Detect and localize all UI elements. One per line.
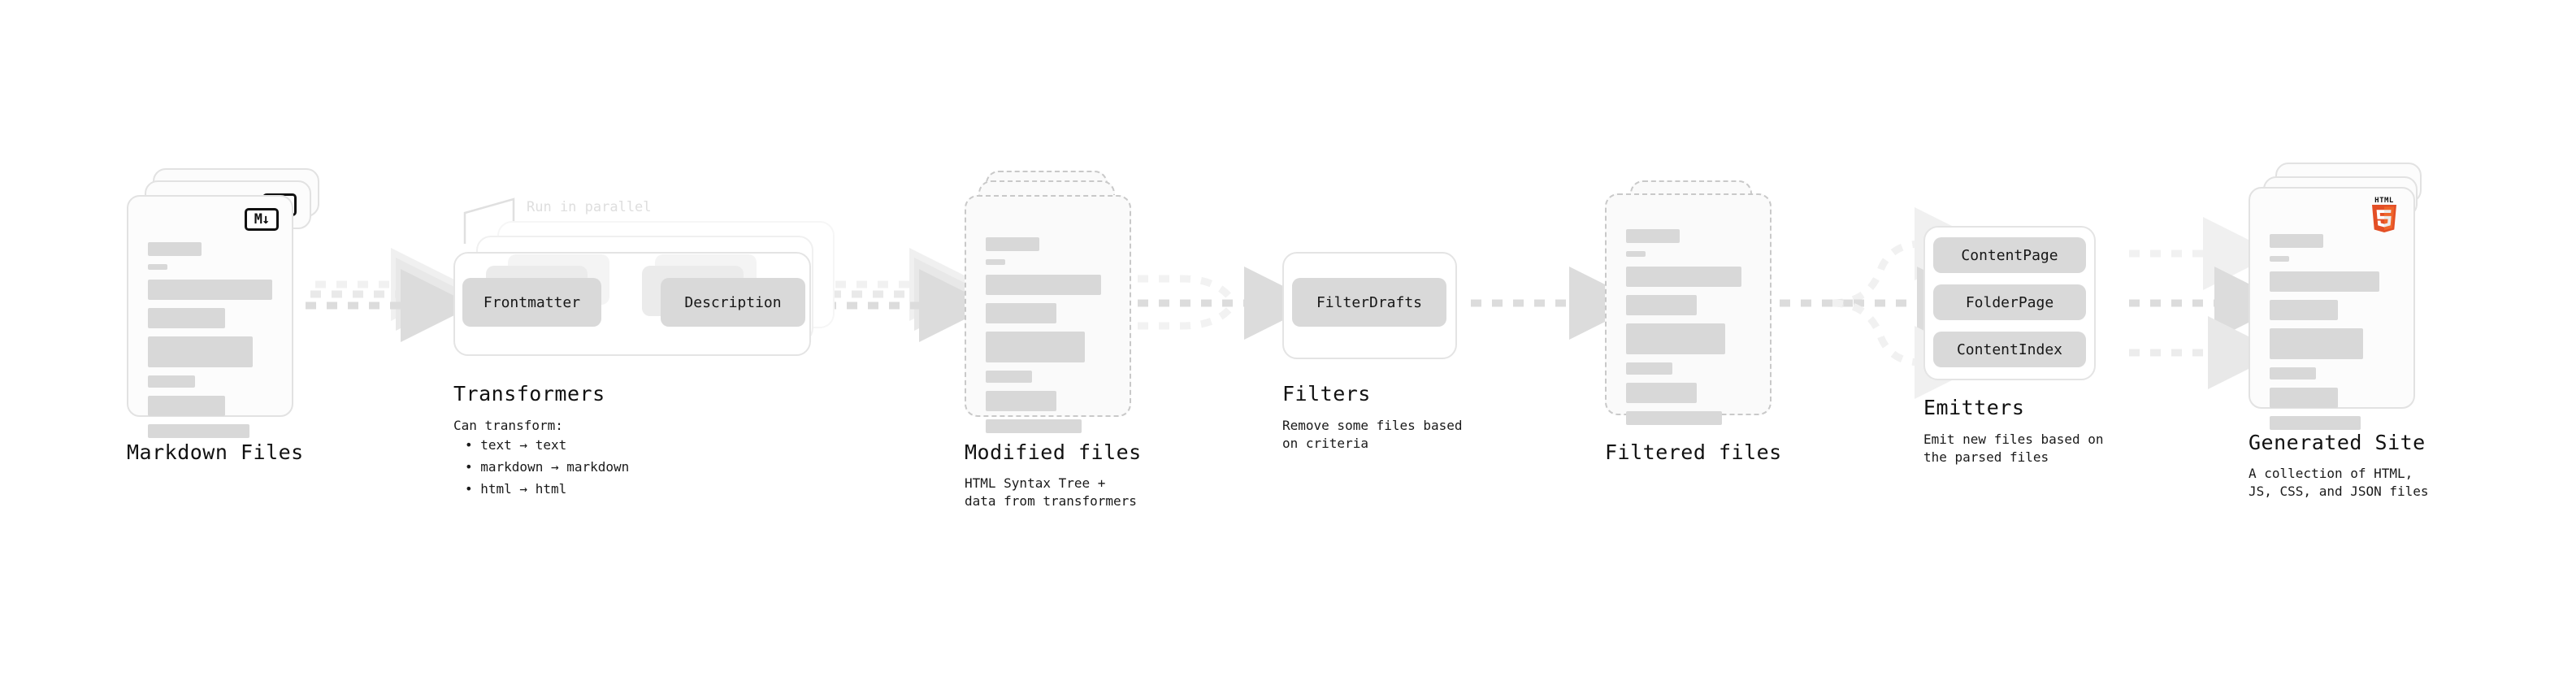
site-card-front[interactable]: HTML	[2249, 187, 2415, 430]
arrow-emitters-to-site	[2129, 217, 2288, 389]
arrow-modified-to-filters	[1138, 267, 1317, 340]
html5-shield-icon	[2371, 205, 2397, 232]
emitter-chip-folderpage[interactable]: FolderPage	[1933, 284, 2086, 320]
arrow-markdown-to-transformers	[306, 248, 474, 342]
transformer-chip-description[interactable]: Description	[661, 278, 805, 327]
transformers-bullet-2: • html → html	[465, 481, 567, 497]
html5-badge: HTML	[2366, 197, 2402, 232]
arrow-transformers-to-modified	[826, 248, 992, 342]
emitter-chip-contentpage[interactable]: ContentPage	[1933, 237, 2086, 273]
filters-title: Filters	[1282, 382, 1371, 406]
transformers-title: Transformers	[453, 382, 605, 406]
emitter-chip-contentindex[interactable]: ContentIndex	[1933, 332, 2086, 367]
filters-subtitle: Remove some files based on criteria	[1282, 418, 1463, 451]
markdown-files-title: Markdown Files	[127, 440, 304, 464]
transformers-bullet-0: • text → text	[465, 437, 567, 453]
filtered-files-title: Filtered files	[1605, 440, 1782, 464]
site-card-placeholder-lines	[2270, 234, 2394, 438]
run-in-parallel-label: Run in parallel	[527, 199, 652, 215]
filtered-card-placeholder-lines	[1626, 229, 1750, 433]
filter-chip-filterdrafts[interactable]: FilterDrafts	[1292, 278, 1446, 327]
modified-files-subtitle: HTML Syntax Tree + data from transformer…	[965, 475, 1137, 509]
html5-badge-word: HTML	[2374, 197, 2394, 205]
markdown-card-front[interactable]: M↓	[127, 195, 293, 438]
emitters-subtitle: Emit new files based on the parsed files	[1923, 432, 2104, 465]
modified-files-title: Modified files	[965, 440, 1142, 464]
markdown-card-placeholder-lines	[148, 242, 272, 446]
generated-site-title: Generated Site	[2249, 431, 2426, 454]
transformer-chip-frontmatter[interactable]: Frontmatter	[462, 278, 601, 327]
transformers-subtitle: Can transform:	[453, 418, 563, 433]
emitters-title: Emitters	[1923, 396, 2025, 419]
filtered-card-front[interactable]	[1605, 193, 1772, 425]
modified-card-front[interactable]	[965, 195, 1131, 433]
generated-site-subtitle: A collection of HTML, JS, CSS, and JSON …	[2249, 466, 2429, 499]
transformers-bullet-1: • markdown → markdown	[465, 459, 630, 475]
arrow-filtered-to-emitters	[1780, 207, 1990, 399]
modified-card-placeholder-lines	[986, 237, 1110, 441]
markdown-badge: M↓	[245, 208, 279, 231]
